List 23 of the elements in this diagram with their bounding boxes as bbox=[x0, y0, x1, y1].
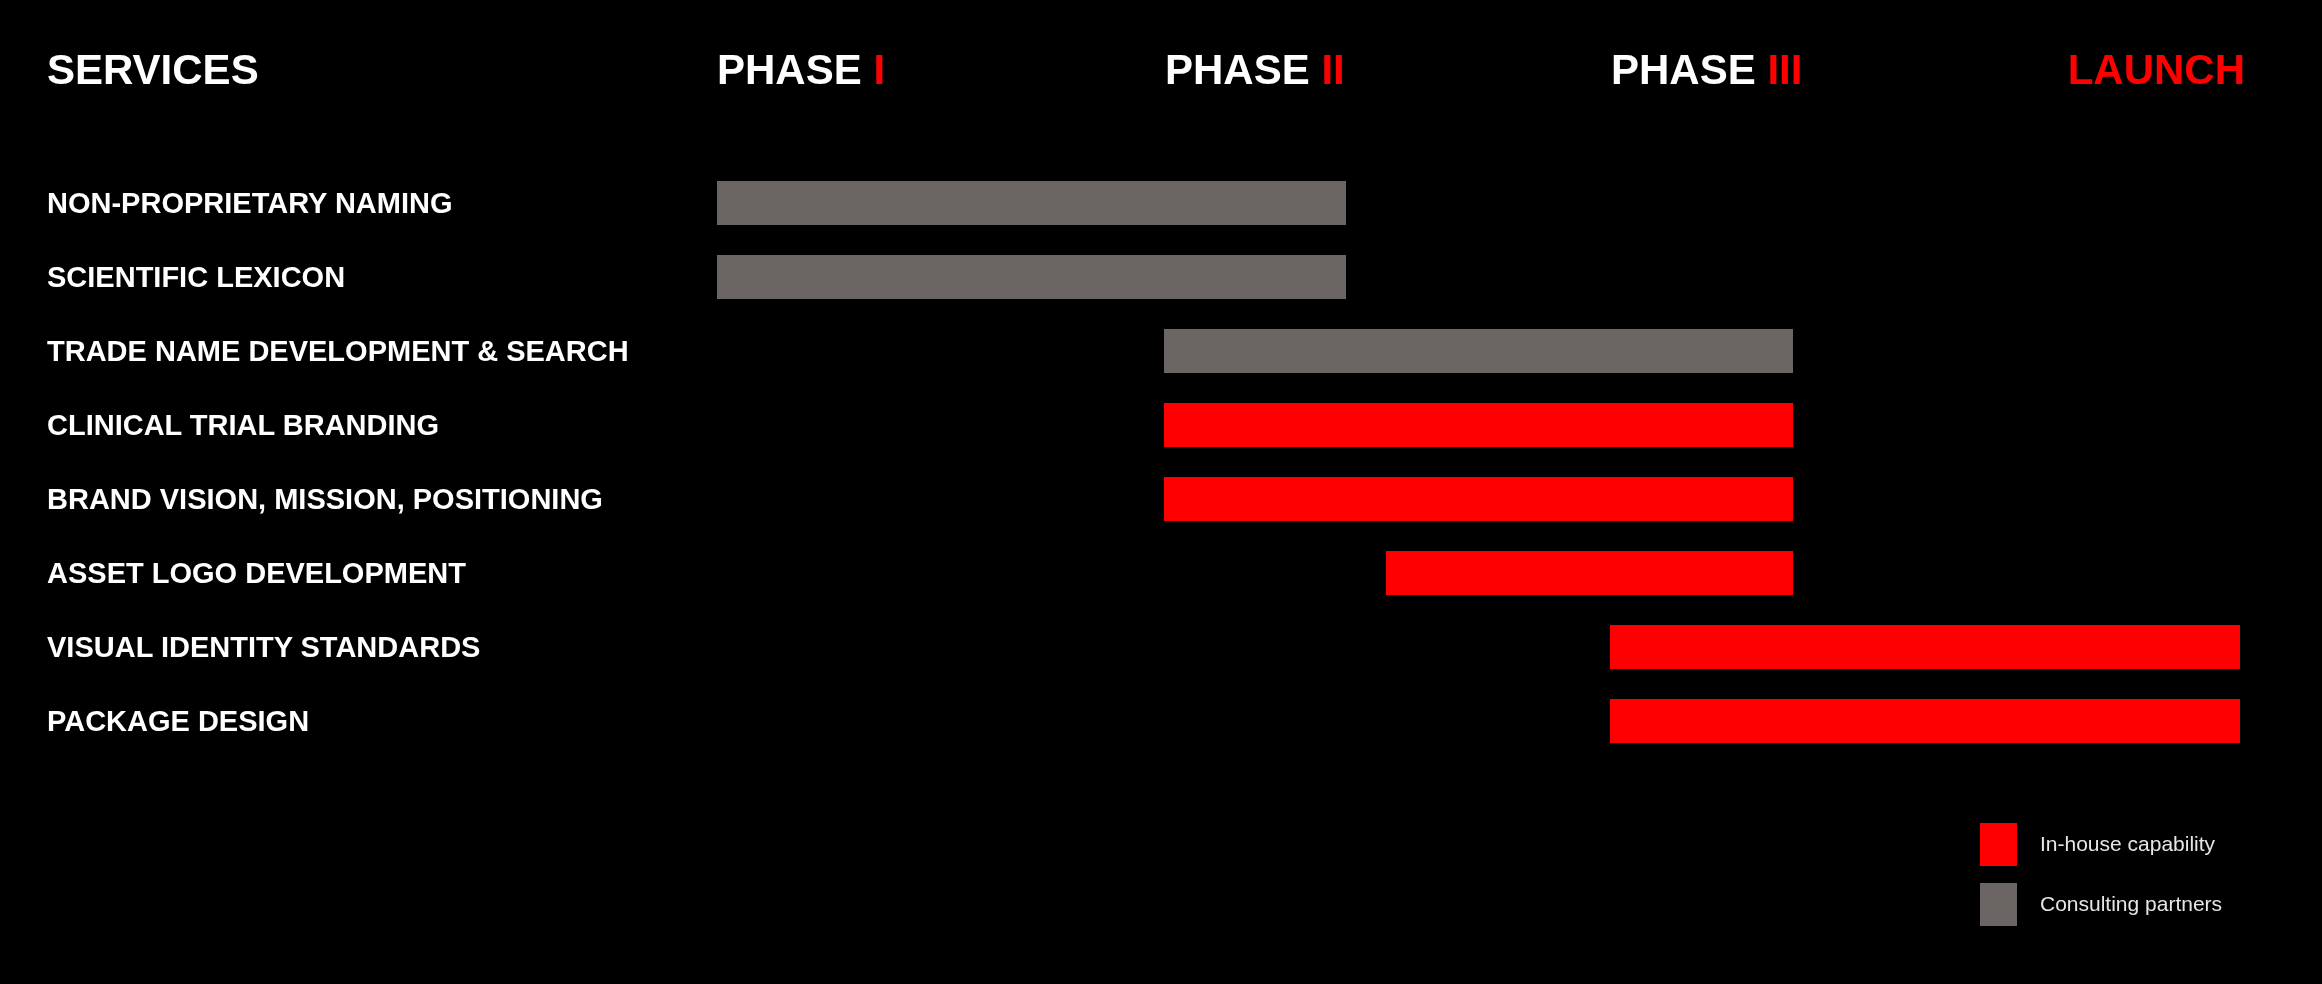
gantt-bar bbox=[1164, 329, 1793, 373]
gantt-bar bbox=[717, 181, 1346, 225]
legend-label: In-house capability bbox=[2040, 831, 2216, 857]
legend-label: Consulting partners bbox=[2040, 891, 2223, 917]
row-label: BRAND VISION, MISSION, POSITIONING bbox=[47, 482, 603, 517]
gantt-bar bbox=[1164, 477, 1793, 521]
row-label: ASSET LOGO DEVELOPMENT bbox=[47, 556, 466, 591]
row-label: SCIENTIFIC LEXICON bbox=[47, 260, 346, 295]
gantt-bar bbox=[717, 255, 1346, 299]
row-label: TRADE NAME DEVELOPMENT & SEARCH bbox=[47, 334, 629, 369]
gantt-bar bbox=[1610, 699, 2240, 743]
row-label: VISUAL IDENTITY STANDARDS bbox=[47, 630, 481, 665]
row-label: PACKAGE DESIGN bbox=[47, 704, 310, 739]
gantt-bar bbox=[1610, 625, 2240, 669]
column-header: PHASE III bbox=[1611, 46, 1803, 94]
column-header: SERVICES bbox=[47, 46, 259, 94]
gantt-bar bbox=[1386, 551, 1793, 595]
row-label: NON-PROPRIETARY NAMING bbox=[47, 186, 453, 221]
column-header: PHASE I bbox=[717, 46, 886, 94]
gantt-bar bbox=[1164, 403, 1793, 447]
column-header: PHASE II bbox=[1165, 46, 1345, 94]
row-label: CLINICAL TRIAL BRANDING bbox=[47, 408, 440, 443]
column-header: LAUNCH bbox=[2067, 46, 2245, 94]
